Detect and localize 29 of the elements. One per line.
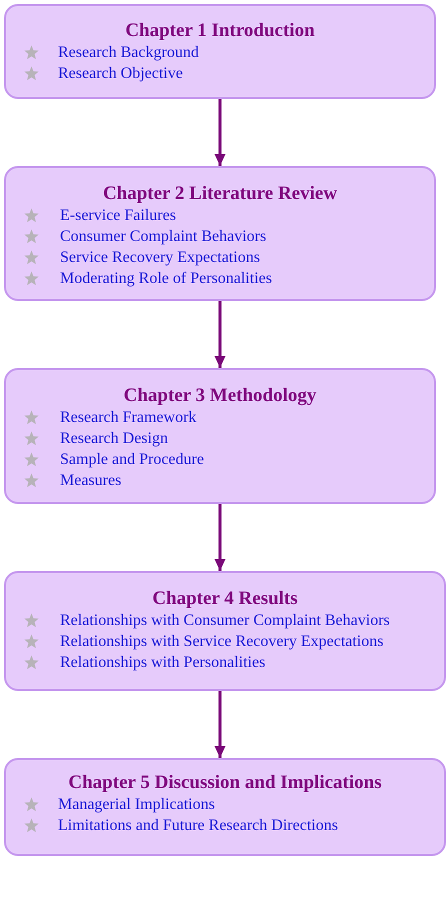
section-item: Moderating Role of Personalities [60,269,272,289]
section-item: Relationships with Service Recovery Expectations [60,632,384,652]
section-item: Research Objective [58,64,183,84]
chapter-box [4,368,436,504]
arrow [214,301,226,368]
chapter-title: Chapter 4 Results [152,588,298,610]
section-item: Consumer Complaint Behaviors [60,227,266,247]
chapter-box [4,4,436,99]
chapter-title: Chapter 1 Introduction [125,20,315,42]
section-item: Research Background [58,43,199,63]
section-item: E-service Failures [60,206,176,226]
section-item: Managerial Implications [58,795,215,815]
section-item: Measures [60,471,122,491]
section-item: Research Framework [60,408,196,428]
section-item: Sample and Procedure [60,450,204,470]
chapter-title: Chapter 5 Discussion and Implications [68,772,382,794]
section-item: Relationships with Personalities [60,653,266,673]
arrow [214,504,226,571]
arrow [214,99,226,166]
chapter-title: Chapter 2 Literature Review [102,183,338,205]
chapter-title: Chapter 3 Methodology [124,385,316,407]
section-item: Relationships with Consumer Complaint Behaviors [60,611,390,631]
section-item: Limitations and Future Research Directions [58,816,338,836]
chapter-box [4,166,436,301]
arrow [214,691,226,758]
section-item: Service Recovery Expectations [60,248,260,268]
chapter-box [4,571,446,691]
section-item: Research Design [60,429,168,449]
chapter-box [4,758,446,856]
